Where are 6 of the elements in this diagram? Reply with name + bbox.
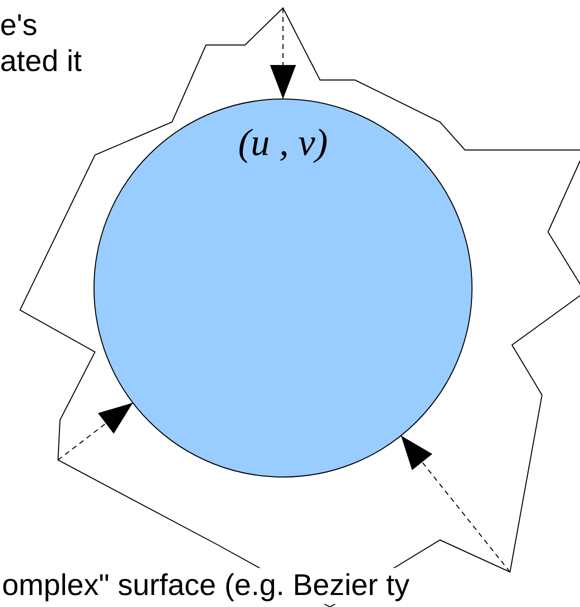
caption-text: e's ated it <box>0 8 83 80</box>
dashed-arrow <box>58 402 134 460</box>
coordinate-label: (u , v) <box>237 121 329 165</box>
dashed-arrow <box>270 8 296 100</box>
sphere-circle <box>94 99 472 477</box>
caption-text: omplex" surface (e.g. Bezier ty <box>2 568 410 604</box>
